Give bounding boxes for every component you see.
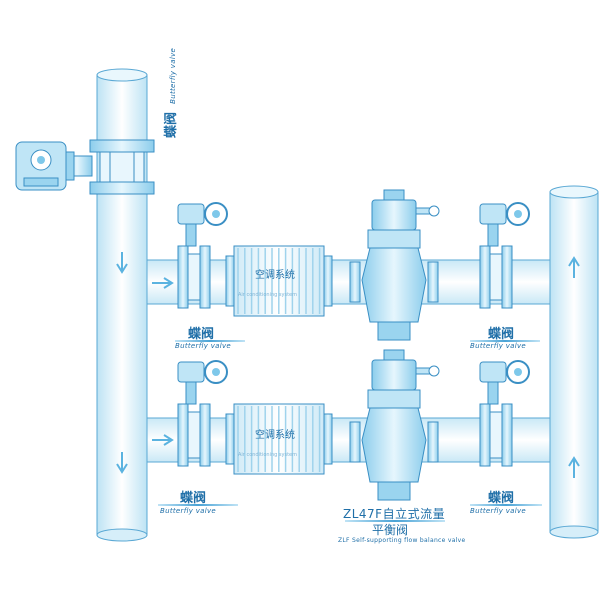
- valve-label-lower-right-en: Butterfly valve: [470, 507, 527, 515]
- right-vertical-pipe: [549, 185, 599, 539]
- balance-valve-label-cn-line2: 平衡阀: [372, 523, 409, 537]
- valve-label-upper-right-cn: 蝶阀: [488, 327, 515, 342]
- butterfly-valve-icon: [479, 202, 530, 309]
- balance-valve-icon: [349, 349, 440, 501]
- air-conditioning-coil: [225, 403, 333, 475]
- system-label-lower-en: Air conditioning system: [238, 452, 297, 458]
- butterfly-valve-icon: [177, 360, 228, 467]
- valve-label-lower-left-cn: 蝶阀: [180, 491, 207, 506]
- label-underline: [158, 504, 238, 506]
- system-label-upper-en: Air conditioning system: [238, 292, 297, 298]
- valve-label-upper-left-cn: 蝶阀: [188, 327, 215, 342]
- top-butterfly-valve: [61, 139, 155, 195]
- valve-label-upper-right-en: Butterfly valve: [470, 342, 527, 350]
- air-conditioning-coil: [225, 245, 333, 317]
- balance-valve-icon: [349, 189, 440, 341]
- balance-valve-label-en: ZLF Self-supporting flow balance valve: [338, 537, 466, 544]
- valve-label-lower-right-cn: 蝶阀: [488, 491, 515, 506]
- actuator-icon: [15, 141, 75, 191]
- label-underline: [175, 340, 245, 342]
- valve-label-lower-left-en: Butterfly valve: [160, 507, 217, 515]
- system-label-lower-cn: 空调系统: [255, 430, 295, 441]
- balance-valve-label-cn-line1: ZL47F自立式流量: [343, 507, 446, 521]
- flow-arrow-icon: [116, 252, 580, 478]
- label-underline: [470, 504, 542, 506]
- system-label-upper-cn: 空调系统: [255, 270, 295, 281]
- butterfly-valve-icon: [479, 360, 530, 467]
- butterfly-valve-icon: [177, 202, 228, 309]
- label-underline: [470, 340, 540, 342]
- label-underline: [345, 520, 445, 522]
- top-valve-label: 蝶阀 Butterfly valve: [164, 47, 179, 138]
- valve-label-upper-left-en: Butterfly valve: [175, 342, 232, 350]
